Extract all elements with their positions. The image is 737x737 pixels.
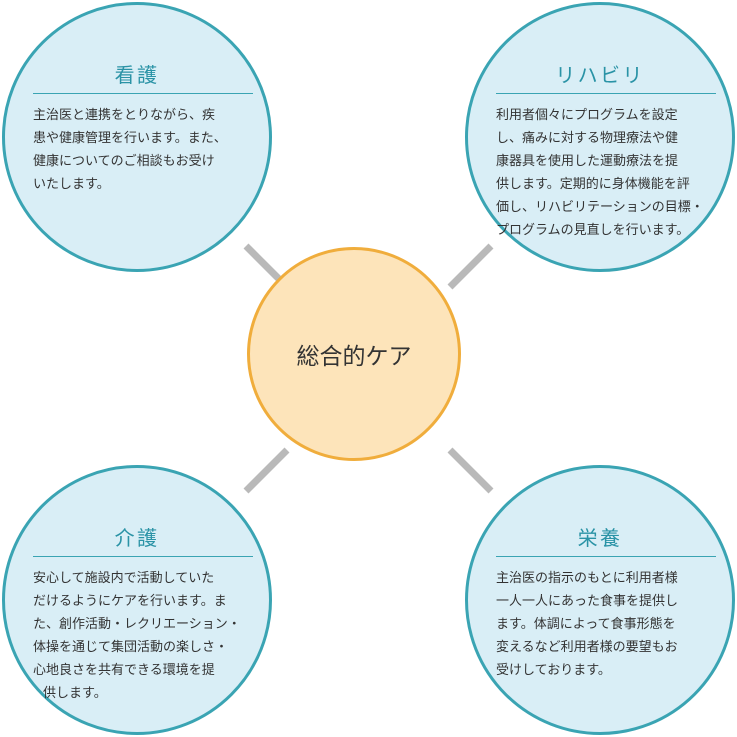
description-line: 主治医と連携をとりながら、疾	[33, 108, 216, 123]
node-title: リハビリ	[555, 63, 645, 87]
connector-bottom-right	[447, 447, 494, 494]
description-line: 健康についてのご相談もお受け	[33, 154, 215, 169]
description-line: 心地良さを共有できる環境を提	[33, 663, 215, 678]
node-title: 介護	[114, 526, 160, 550]
title-divider	[33, 556, 253, 557]
description-line: 供します。定期的に身体機能を評	[496, 177, 690, 192]
description-line: 価し、リハビリテーションの目標・	[496, 200, 704, 215]
care-node-nutrition: 栄養 主治医の指示のもとに利用者様 一人一人にあった食事を提供し ます。体調によ…	[465, 465, 735, 735]
description-line: 主治医の指示のもとに利用者様	[496, 571, 678, 586]
description-line: 患や健康管理を行います。また、	[33, 131, 227, 146]
description-line: 利用者個々にプログラムを設定	[496, 108, 678, 123]
node-description: 主治医の指示のもとに利用者様 一人一人にあった食事を提供し ます。体調によって食…	[496, 567, 718, 682]
node-description: 主治医と連携をとりながら、疾 患や健康管理を行います。また、 健康についてのご相…	[33, 104, 255, 196]
description-line: 供します。	[43, 686, 107, 701]
node-title: 栄養	[577, 526, 623, 550]
description-line: いたします。	[33, 177, 110, 192]
connector-bottom-left	[243, 447, 290, 494]
connector-top-right	[447, 243, 494, 290]
node-title: 看護	[114, 63, 160, 87]
care-node-nursing: 看護 主治医と連携をとりながら、疾 患や健康管理を行います。また、 健康について…	[2, 2, 272, 272]
title-divider	[33, 93, 253, 94]
node-description: 利用者個々にプログラムを設定 し、痛みに対する物理療法や健 康器具を使用した運動…	[496, 104, 718, 242]
description-line: し、痛みに対する物理療法や健	[496, 131, 679, 146]
description-line: ます。体調によって食事形態を	[496, 617, 676, 632]
description-line: 一人一人にあった食事を提供し	[496, 594, 679, 609]
title-divider	[496, 93, 716, 94]
description-line: 安心して施設内で活動していた	[33, 571, 215, 586]
center-node-comprehensive-care: 総合的ケア	[247, 247, 461, 461]
description-line: 康器具を使用した運動療法を提	[496, 154, 679, 169]
description-line: た、創作活動・レクリエーション・	[33, 617, 241, 632]
description-line: 変えるなど利用者様の要望もお	[496, 640, 678, 655]
care-node-rehabilitation: リハビリ 利用者個々にプログラムを設定 し、痛みに対する物理療法や健 康器具を使…	[465, 2, 735, 272]
description-line: プログラムの見直しを行います。	[496, 223, 690, 238]
description-line: だけるようにケアを行います。ま	[33, 594, 227, 609]
description-line: 体操を通じて集団活動の楽しさ・	[33, 640, 229, 655]
title-divider	[496, 556, 716, 557]
description-line: 受けしております。	[496, 663, 611, 678]
node-description: 安心して施設内で活動していた だけるようにケアを行います。ま た、創作活動・レク…	[33, 567, 255, 705]
care-node-caregiving: 介護 安心して施設内で活動していた だけるようにケアを行います。ま た、創作活動…	[2, 465, 272, 735]
center-label: 総合的ケア	[296, 344, 412, 370]
